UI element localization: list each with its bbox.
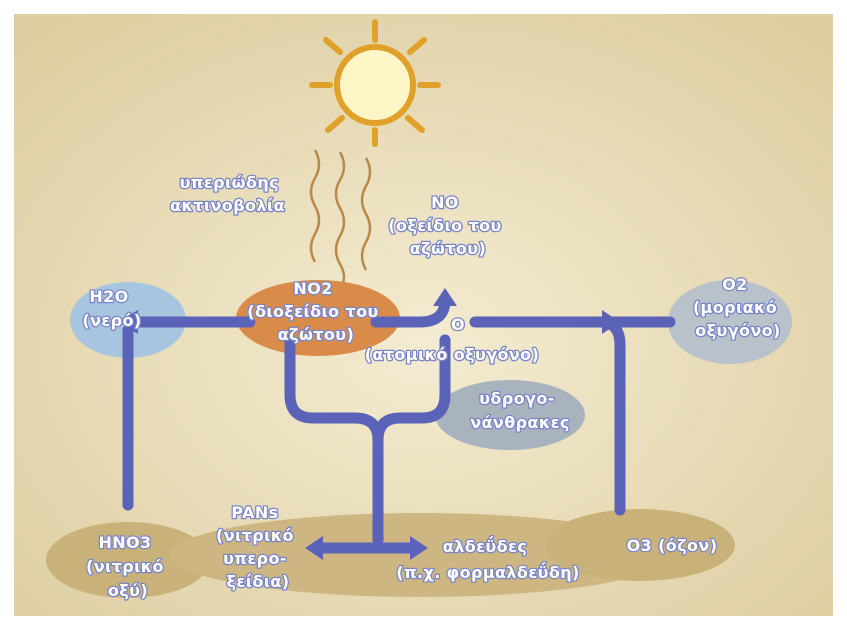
o-atom-label: O bbox=[451, 315, 465, 334]
atomic-oxygen-label: (ατομικό οξυγόνο) bbox=[365, 345, 540, 364]
o3-label: O3 (όζον) bbox=[627, 536, 718, 555]
sun-icon bbox=[312, 22, 438, 144]
